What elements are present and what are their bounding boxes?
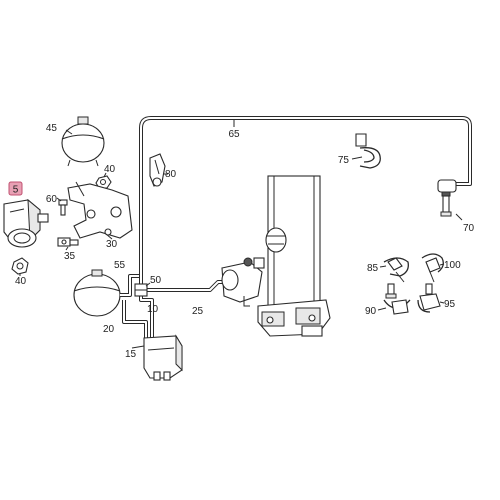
- connector-80[interactable]: [149, 153, 166, 187]
- hose-10[interactable]: [139, 262, 154, 338]
- fitting-95[interactable]: [417, 283, 441, 313]
- vacuum-reservoir-left[interactable]: [73, 269, 121, 317]
- bolt-60[interactable]: [58, 199, 68, 216]
- callout-85: 85: [367, 263, 379, 274]
- callout-35: 35: [64, 251, 76, 262]
- leader-75: [351, 156, 363, 160]
- fitting-35[interactable]: [57, 237, 79, 247]
- callout-15: 15: [125, 349, 137, 360]
- nut-40-bottom[interactable]: [11, 257, 29, 275]
- callout-65: 65: [228, 129, 240, 140]
- callout-40-bottom: 40: [15, 276, 27, 287]
- leader-30: [105, 233, 113, 240]
- leader-15: [131, 345, 145, 349]
- t-junction-50[interactable]: [134, 283, 148, 297]
- leader-35: [65, 246, 69, 251]
- callout-20: 20: [103, 324, 115, 335]
- bracket-30[interactable]: [67, 181, 133, 239]
- leader-95: [439, 301, 445, 304]
- fitting-90[interactable]: [383, 283, 411, 315]
- callout-90: 90: [365, 306, 377, 317]
- callout-75: 75: [338, 155, 350, 166]
- badge-label: 5: [13, 185, 19, 196]
- callout-50: 50: [150, 275, 162, 286]
- callout-25: 25: [192, 306, 204, 317]
- callout-95: 95: [444, 299, 456, 310]
- callout-100: 100: [444, 260, 461, 271]
- callout-70: 70: [463, 223, 475, 234]
- solenoid-valve-5[interactable]: [3, 198, 49, 248]
- leader-70: [455, 213, 463, 221]
- leader-60: [56, 197, 62, 202]
- hose-clip-75[interactable]: [355, 133, 381, 169]
- hose-20[interactable]: [122, 300, 148, 338]
- hose-65[interactable]: [139, 116, 472, 262]
- leader-50: [145, 282, 151, 287]
- vacuum-reservoir-45[interactable]: [61, 116, 105, 167]
- leader-100: [439, 263, 445, 266]
- clip-100[interactable]: [421, 253, 444, 283]
- highlight-badge-5[interactable]: 5: [8, 181, 23, 196]
- leader-40-top: [103, 172, 107, 178]
- callout-10: 10: [147, 304, 159, 315]
- connector-70[interactable]: [437, 179, 457, 217]
- pressure-converter-15[interactable]: [143, 334, 183, 381]
- vacuum-actuator[interactable]: [221, 257, 265, 307]
- callout-60: 60: [46, 194, 58, 205]
- callout-80: 80: [165, 169, 177, 180]
- clip-85[interactable]: [383, 257, 409, 283]
- callout-45: 45: [46, 123, 58, 134]
- callout-30: 30: [106, 239, 118, 250]
- nut-40-top[interactable]: [95, 175, 112, 189]
- callout-labels: 45 65 75 80 40 60 30 35 40 70 55 50 10 2…: [15, 123, 475, 360]
- leader-45: [65, 129, 73, 135]
- leader-85: [379, 265, 387, 268]
- callout-55: 55: [114, 260, 126, 271]
- leader-90: [377, 307, 387, 311]
- callout-40-top: 40: [104, 164, 116, 175]
- turbo-assembly[interactable]: [257, 175, 331, 337]
